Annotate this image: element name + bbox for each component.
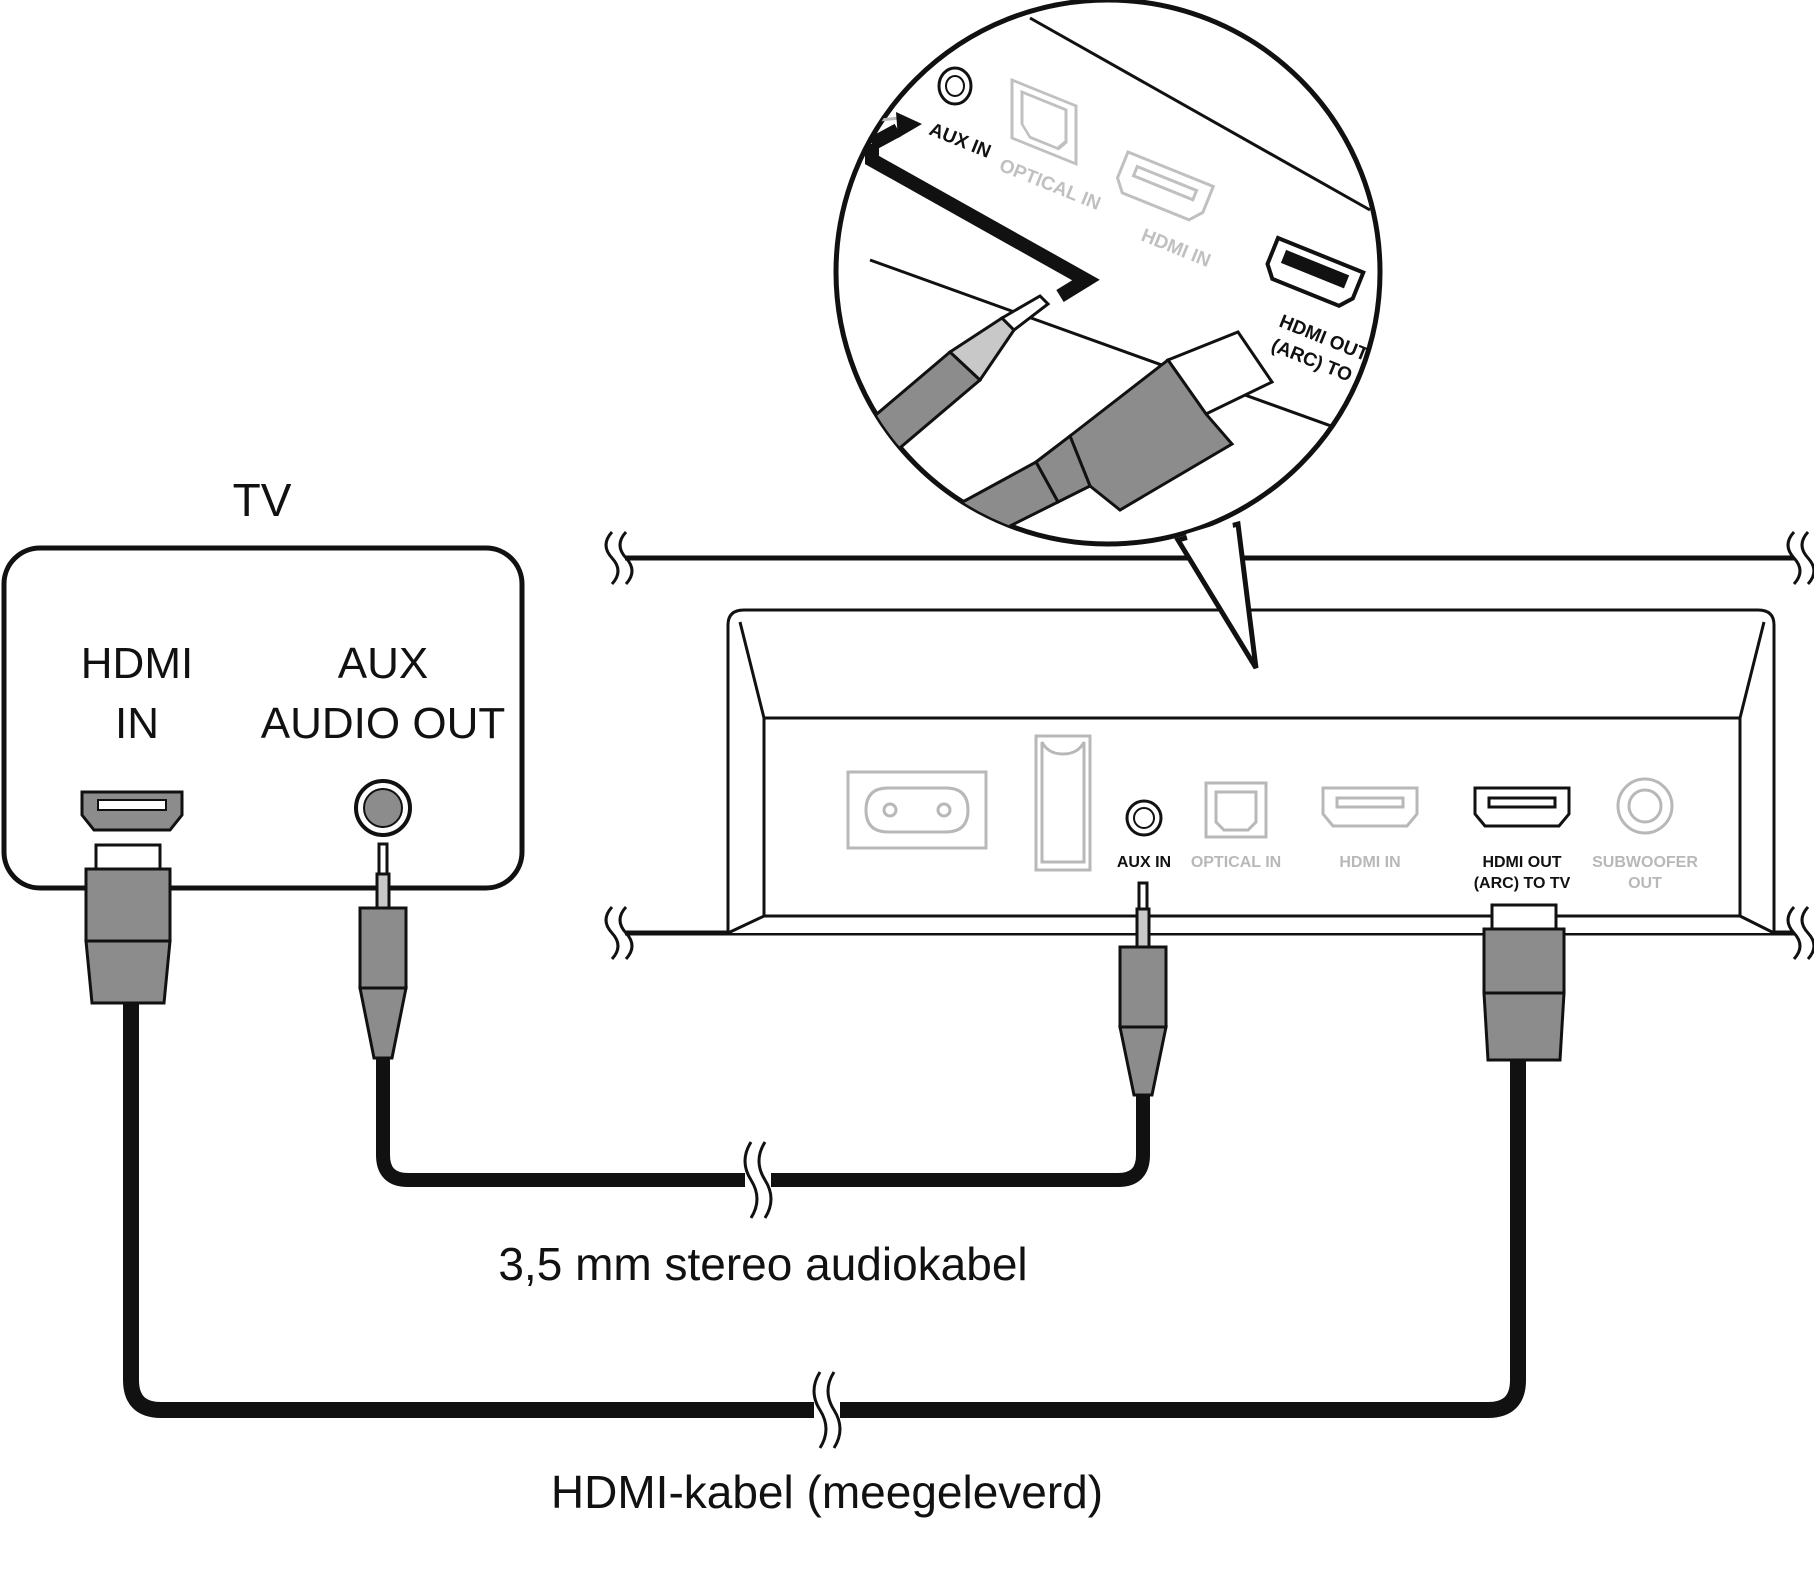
soundbar-recess — [738, 621, 1766, 720]
tv-hdmi-in-label-line2: IN — [115, 699, 159, 748]
break-mark-bottom-left — [604, 905, 634, 961]
break-mark-top-left — [604, 530, 634, 586]
power-inlet-port — [846, 770, 988, 850]
tv-device: TV HDMI IN AUX AUDIO OUT — [1, 474, 525, 891]
zoom-hdmi-out-port — [1265, 235, 1366, 309]
soundbar-aux-plug — [1118, 881, 1168, 1097]
tv-hdmi-in-port — [80, 790, 184, 832]
cable-slot — [1034, 734, 1092, 872]
audio-cable-label: 3,5 mm stereo audiokabel — [498, 1238, 1027, 1290]
hdmi-cable-label: HDMI-kabel (meegeleverd) — [551, 1466, 1103, 1518]
soundbar-hdmi-plug — [1482, 903, 1566, 1062]
tv-aux-plug — [358, 842, 408, 1060]
soundbar-aux-in-label: AUX IN — [1117, 854, 1171, 871]
tv-hdmi-plug — [84, 843, 172, 1005]
tv-aux-out-label-line1: AUX — [338, 639, 428, 688]
tv-hdmi-in-label-line1: HDMI — [81, 639, 193, 688]
audio-cable — [376, 1058, 1150, 1219]
zoom-hdmi-in-port — [1115, 150, 1216, 222]
soundbar-hdmi-in-label: HDMI IN — [1339, 854, 1400, 871]
soundbar-subwoofer-label-line2: OUT — [1628, 875, 1662, 892]
soundbar-hdmi-out-label-line2: (ARC) TO TV — [1474, 875, 1571, 892]
soundbar-optical-in-port — [1204, 781, 1268, 839]
tv-aux-out-label-line2: AUDIO OUT — [261, 699, 505, 748]
soundbar-aux-in-port — [1125, 799, 1163, 837]
soundbar-subwoofer-out-port — [1616, 777, 1674, 835]
soundbar-hdmi-out-port — [1473, 786, 1571, 828]
zoom-aux-in-port — [937, 66, 973, 106]
soundbar-optical-in-label: OPTICAL IN — [1191, 854, 1281, 871]
tv-aux-out-port — [354, 779, 412, 837]
hdmi-cable — [123, 1003, 1526, 1449]
soundbar-subwoofer-label-line1: SUBWOOFER — [1592, 854, 1698, 871]
insert-arrow-icon — [865, 112, 1100, 302]
soundbar-hdmi-in-port — [1321, 786, 1419, 828]
hdmi-cable-wire — [123, 1003, 1526, 1418]
zoom-optical-in-port — [1010, 77, 1078, 166]
break-mark-bottom-right — [1786, 905, 1814, 961]
zoom-callout: AUX IN OPTICAL IN HDMI IN HDMI OUT (ARC)… — [833, 0, 1383, 670]
zoom-callout-circle — [833, 0, 1383, 547]
tv-title: TV — [233, 474, 292, 526]
break-mark-top-right — [1786, 530, 1814, 586]
soundbar-hdmi-out-label-line1: HDMI OUT — [1482, 854, 1561, 871]
